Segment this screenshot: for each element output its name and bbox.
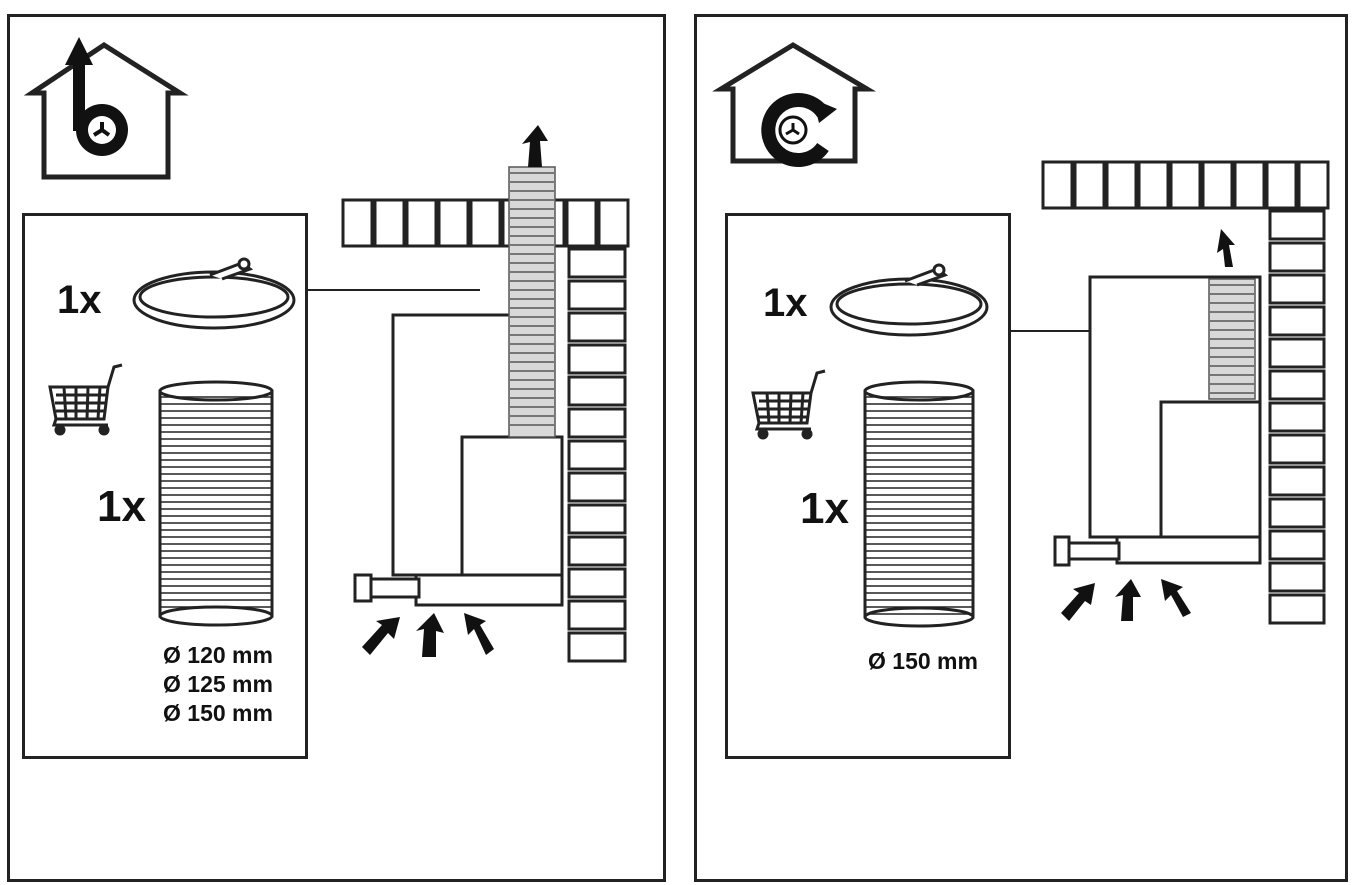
wall-brick bbox=[1105, 160, 1138, 210]
wall-brick bbox=[1268, 337, 1326, 369]
recirculation-diagram bbox=[712, 42, 1330, 628]
diameter-label: Ø 150 mm bbox=[163, 700, 273, 726]
wall-brick bbox=[1201, 160, 1234, 210]
house-fan-exhaust-icon bbox=[23, 37, 189, 180]
wall-brick bbox=[437, 198, 470, 248]
hose-clamp-icon bbox=[132, 257, 296, 330]
wall-brick bbox=[567, 311, 627, 343]
wall-brick bbox=[1268, 465, 1326, 497]
wall-brick bbox=[567, 247, 627, 279]
wall-brick bbox=[567, 439, 627, 471]
wall-brick bbox=[597, 198, 630, 248]
airflow-arrows bbox=[1061, 229, 1235, 621]
wall-brick bbox=[565, 198, 598, 248]
wall-brick bbox=[567, 631, 627, 663]
filter-cartridge bbox=[1208, 278, 1256, 400]
wall-brick bbox=[567, 407, 627, 439]
required-kit-box bbox=[22, 213, 308, 759]
hose-clamp-icon bbox=[829, 263, 989, 337]
wall-brick bbox=[1233, 160, 1266, 210]
wall-brick bbox=[1268, 273, 1326, 305]
wall-side bbox=[1268, 209, 1326, 625]
duct-quantity: 1x bbox=[800, 484, 849, 533]
extraction-panel: 1x 1x Ø 120 mm Ø 125 mm Ø 150 mm bbox=[7, 14, 666, 882]
wall-top bbox=[1041, 160, 1330, 210]
shopping-cart-icon bbox=[751, 369, 826, 440]
wall-brick bbox=[1268, 529, 1326, 561]
wall-brick bbox=[1041, 160, 1074, 210]
wall-brick bbox=[1268, 209, 1326, 241]
diameter-label: Ø 120 mm bbox=[163, 642, 273, 668]
flexible-duct-icon bbox=[863, 380, 975, 628]
wall-brick bbox=[373, 198, 406, 248]
wall-brick bbox=[341, 198, 374, 248]
diameter-label: Ø 125 mm bbox=[163, 671, 273, 697]
recirculation-panel: 1x 1x Ø 150 mm bbox=[694, 14, 1348, 882]
wall-brick bbox=[1268, 401, 1326, 433]
exhaust-duct bbox=[508, 166, 556, 438]
house-fan-recirculation-icon bbox=[712, 42, 877, 167]
wall-brick bbox=[1297, 160, 1330, 210]
wall-brick bbox=[567, 599, 627, 631]
clamp-quantity: 1x bbox=[57, 278, 102, 322]
wall-brick bbox=[1268, 593, 1326, 625]
wall-brick bbox=[567, 535, 627, 567]
wall-brick bbox=[567, 375, 627, 407]
wall-brick bbox=[1268, 305, 1326, 337]
wall-brick bbox=[1268, 497, 1326, 529]
wall-brick bbox=[1073, 160, 1106, 210]
wall-brick bbox=[1268, 241, 1326, 273]
wall-brick bbox=[1268, 561, 1326, 593]
shopping-cart-icon bbox=[48, 363, 123, 436]
wall-brick bbox=[567, 471, 627, 503]
airflow-arrows bbox=[362, 125, 548, 657]
wall-brick bbox=[1137, 160, 1170, 210]
wall-brick bbox=[1268, 369, 1326, 401]
wall-brick bbox=[567, 279, 627, 311]
required-kit-box bbox=[725, 213, 1011, 759]
wall-brick bbox=[1265, 160, 1298, 210]
wall-brick bbox=[1268, 433, 1326, 465]
wall-brick bbox=[469, 198, 502, 248]
wall-side bbox=[567, 247, 627, 663]
duct-diameters: Ø 150 mm bbox=[868, 647, 978, 676]
duct-diameters: Ø 120 mm Ø 125 mm Ø 150 mm bbox=[163, 641, 273, 728]
wall-brick bbox=[1169, 160, 1202, 210]
wall-brick bbox=[405, 198, 438, 248]
extraction-diagram bbox=[23, 37, 630, 663]
clamp-quantity: 1x bbox=[763, 281, 808, 325]
wall-brick bbox=[567, 567, 627, 599]
hood-outline bbox=[353, 313, 564, 607]
wall-brick bbox=[567, 503, 627, 535]
wall-brick bbox=[567, 343, 627, 375]
diameter-label: Ø 150 mm bbox=[868, 648, 978, 674]
wall-top bbox=[341, 198, 630, 248]
flexible-duct-icon bbox=[158, 380, 274, 627]
duct-quantity: 1x bbox=[97, 482, 146, 531]
